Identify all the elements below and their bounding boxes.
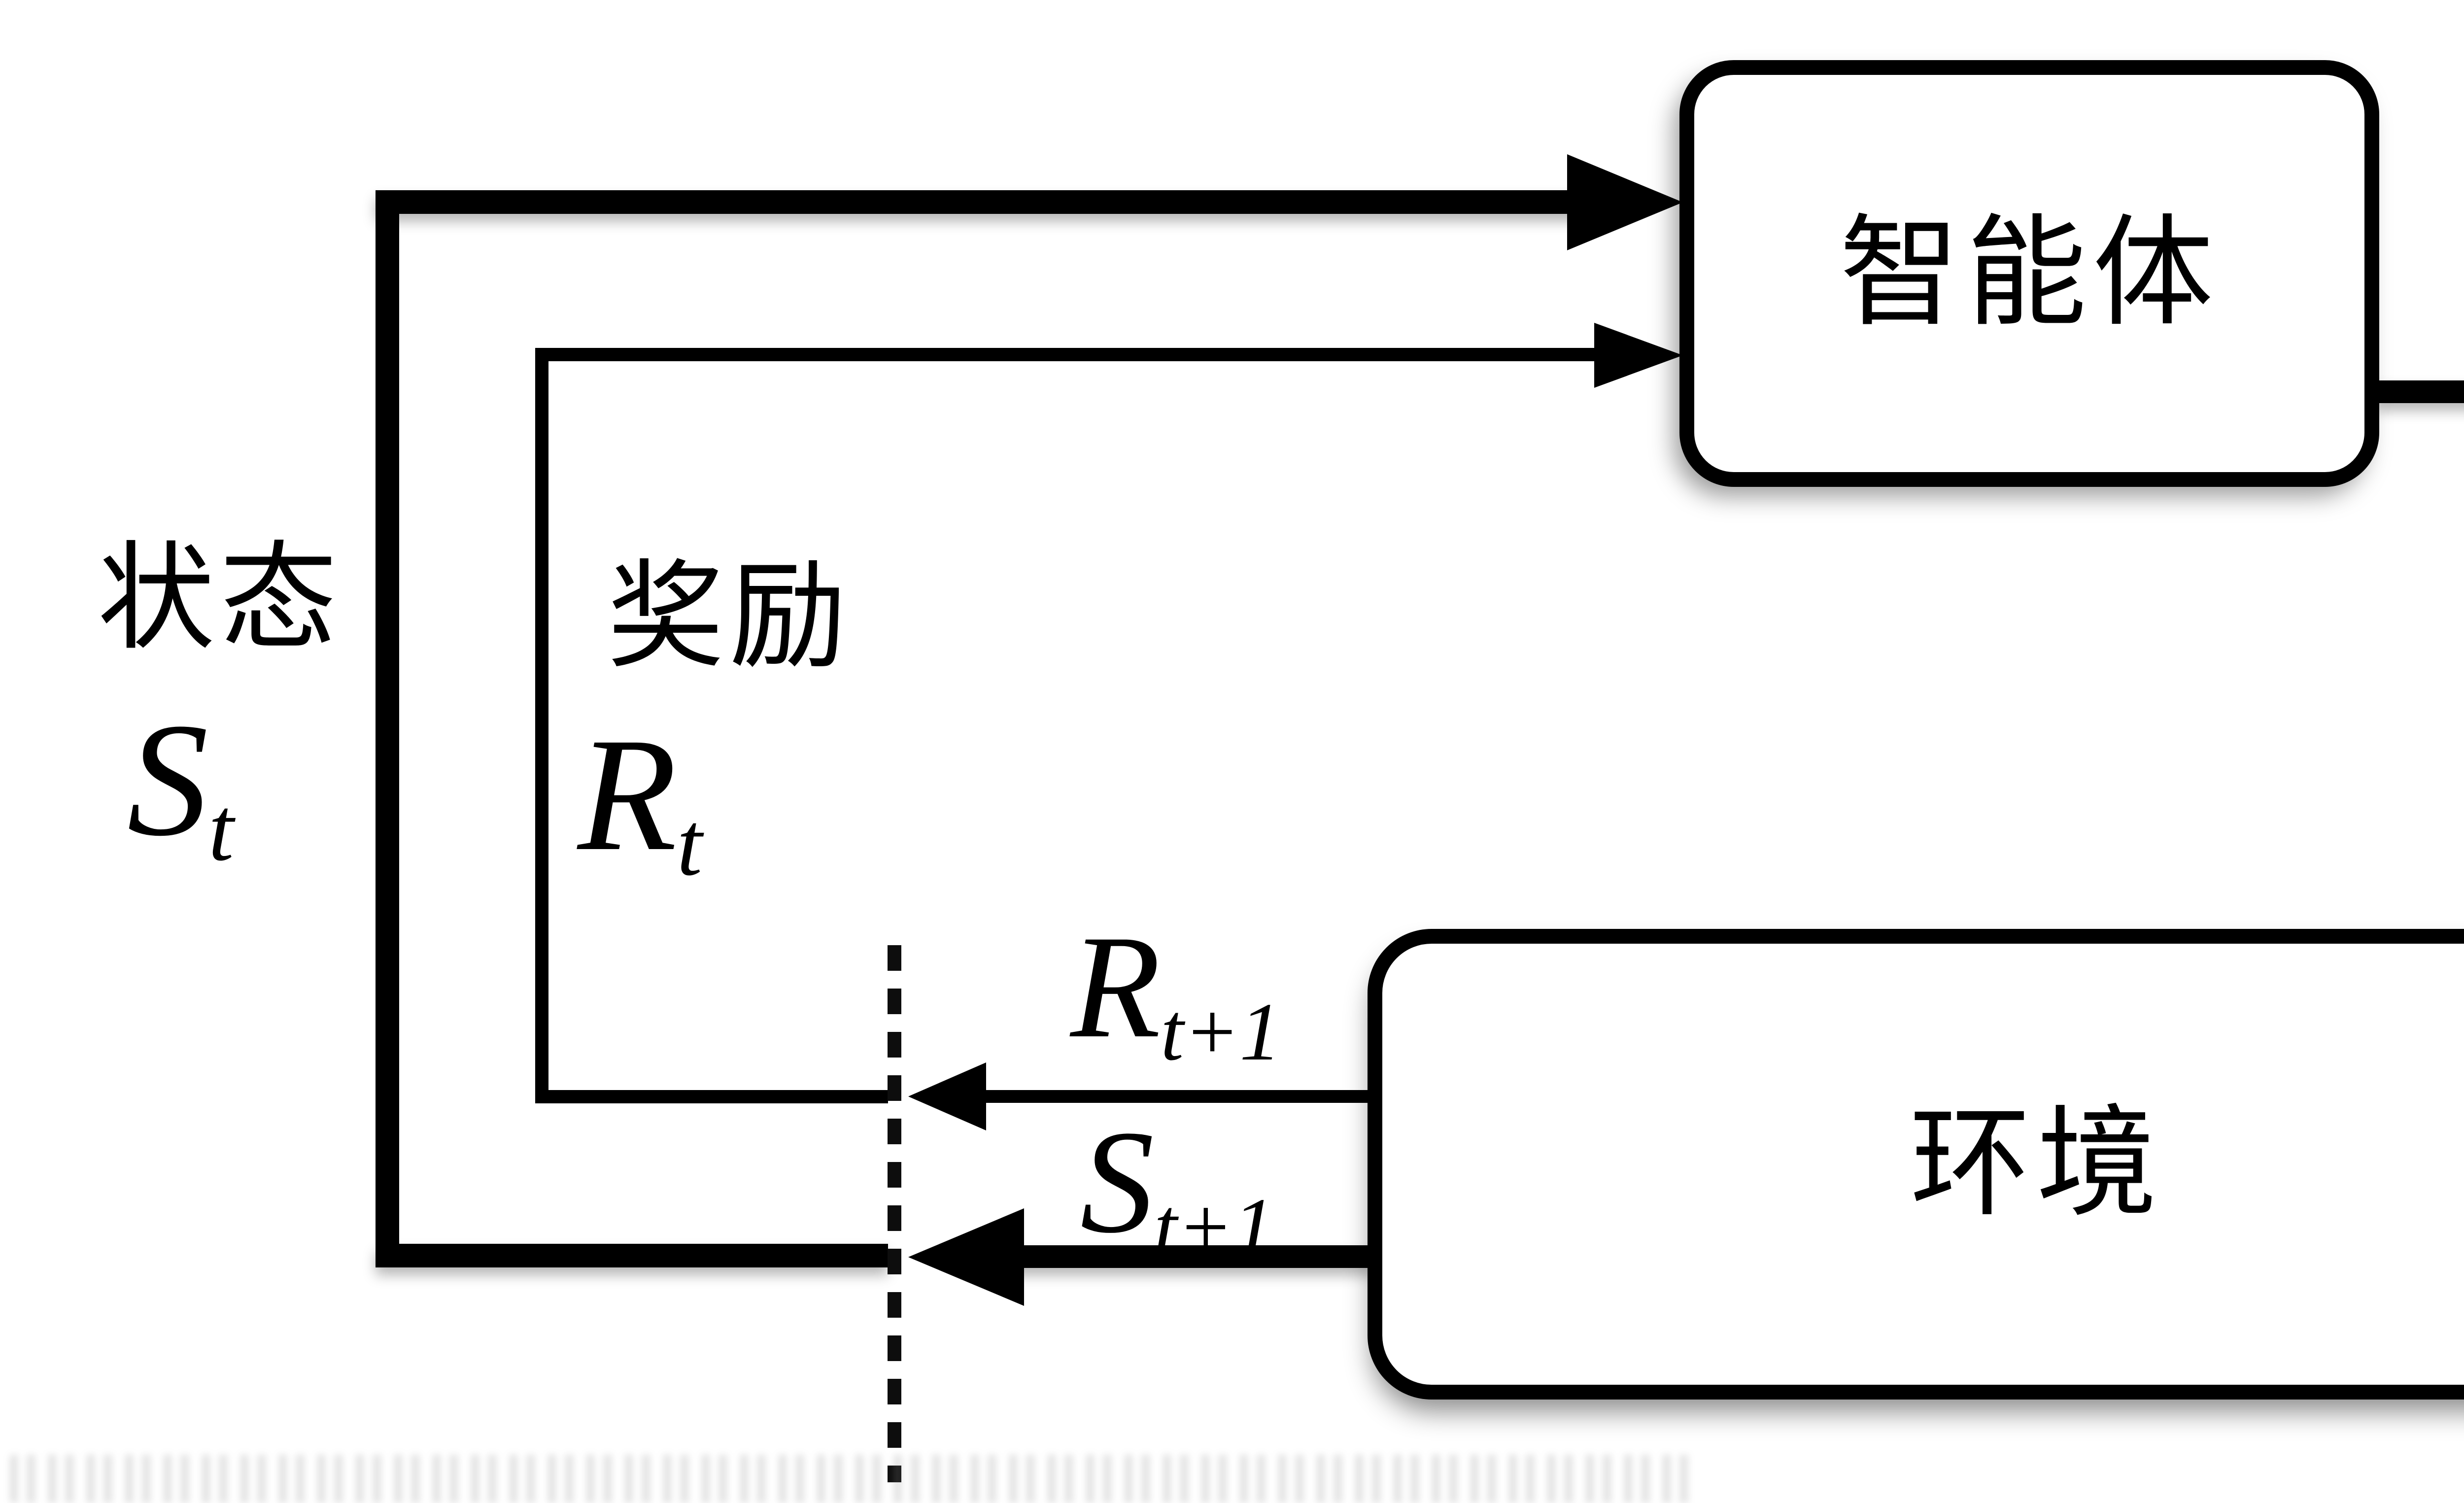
timestep-dashed-line [888,945,901,1482]
reward-line-bottom-stub [535,1090,888,1103]
reward-line-left [535,348,548,1103]
state-symbol-label: St [127,699,234,875]
state-word-label: 状态 [98,535,342,664]
next-state-subscript: t+1 [1154,1181,1275,1273]
state-into-agent-arrowhead [1567,154,1683,250]
state-line-top [376,190,1608,214]
next-reward-shaft [978,1090,1375,1103]
cropped-caption-remnant [10,1455,1695,1503]
state-symbol: S [127,690,208,870]
environment-box-label: 环境 [1910,1097,2163,1231]
next-reward-label: Rt+1 [1070,913,1281,1073]
environment-box: 环境 [1368,929,2464,1400]
next-state-label: St+1 [1080,1108,1274,1268]
next-state-arrowhead [908,1208,1024,1306]
reward-symbol-subscript: t [677,793,702,894]
reward-word-label: 奖励 [607,553,852,683]
reward-symbol: R [578,705,677,885]
next-state-shaft [1005,1245,1375,1268]
agent-box: 智能体 [1679,60,2379,487]
state-line-bottom-stub [376,1244,888,1267]
reward-line-top [535,348,1609,361]
next-reward-subscript: t+1 [1161,986,1281,1078]
agent-box-label: 智能体 [1839,206,2220,341]
next-reward-symbol: R [1070,905,1161,1068]
next-reward-arrowhead [908,1062,986,1130]
state-line-left [376,190,399,1267]
next-state-symbol: S [1080,1100,1154,1264]
action-line-top [2375,380,2464,403]
reward-into-agent-arrowhead [1594,323,1683,388]
reward-symbol-label: Rt [578,714,702,889]
state-symbol-subscript: t [208,778,234,880]
